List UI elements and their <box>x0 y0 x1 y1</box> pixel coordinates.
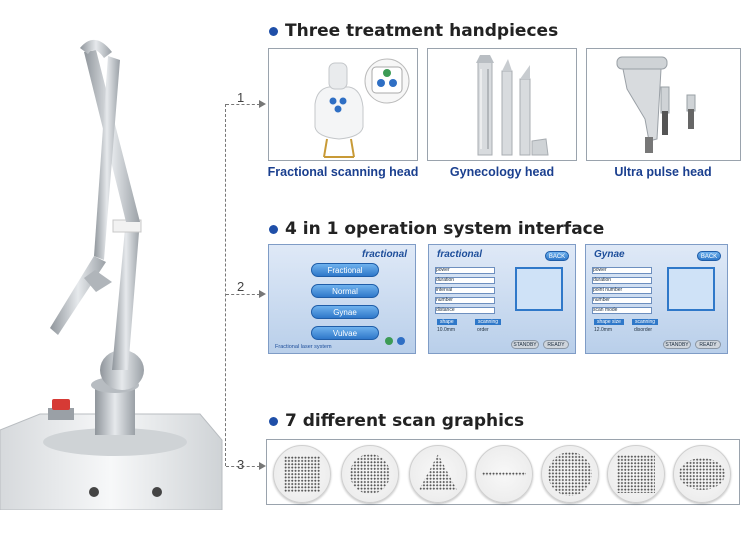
ready-button[interactable]: READY <box>543 340 569 349</box>
step-number-2: 2 <box>237 279 245 294</box>
flow-arrow-3 <box>259 462 266 470</box>
setting-row[interactable]: scan mode <box>592 307 652 314</box>
scanning-value: disorder <box>634 327 653 333</box>
scan-graphic-square-large <box>607 445 665 503</box>
scan-graphic-circle-large <box>541 445 599 503</box>
setting-row[interactable]: duration <box>592 277 652 284</box>
dot-pattern <box>482 472 526 476</box>
setting-row[interactable]: power <box>592 267 652 274</box>
setting-row[interactable]: number <box>435 297 495 304</box>
scanning-label: scanning <box>632 319 659 325</box>
setting-row[interactable]: distance <box>435 307 495 314</box>
flow-line-1 <box>226 104 260 105</box>
scan-graphic-ellipse <box>673 445 731 503</box>
setting-row[interactable]: number <box>592 297 652 304</box>
bullet-icon <box>269 26 278 36</box>
dot-pattern <box>419 454 457 490</box>
section-title-text: 7 different scan graphics <box>285 411 525 431</box>
gynecology-head-image <box>476 55 549 156</box>
setting-row[interactable]: power <box>435 267 495 274</box>
setting-row[interactable]: interval <box>435 287 495 294</box>
back-button[interactable]: BACK <box>697 251 721 261</box>
scanning-value: order <box>477 327 489 333</box>
standby-button[interactable]: STANDBY <box>663 340 691 349</box>
bullet-icon <box>269 224 278 234</box>
fractional-scanning-head-image <box>314 58 410 158</box>
setting-row[interactable]: duration <box>435 277 495 284</box>
ultra-pulse-head-image <box>616 56 696 153</box>
step-number-1: 1 <box>237 90 245 105</box>
dot-pattern <box>617 455 655 493</box>
screen-fractional-settings: fractional BACK power duration interval … <box>428 244 576 354</box>
screen-title: fractional <box>361 249 407 260</box>
handpiece-caption-gynecology: Gynecology head <box>449 165 555 179</box>
handpiece-panel-fractional <box>268 48 418 161</box>
section-title-text: 4 in 1 operation system interface <box>285 219 605 239</box>
screen-fractional-menu: fractional Fractional Normal Gynae Vulva… <box>268 244 416 354</box>
handpiece-caption-ultra-pulse: Ultra pulse head <box>614 165 712 179</box>
flow-arrow-2 <box>259 290 266 298</box>
flow-arrow-1 <box>259 100 266 108</box>
shape-value: 12.0mm <box>594 327 613 333</box>
shape-value: 10.0mm <box>437 327 456 333</box>
flow-line-2 <box>226 294 260 295</box>
section-title-interface: 4 in 1 operation system interface <box>269 219 604 239</box>
handpiece-panel-ultra-pulse <box>586 48 741 161</box>
dot-pattern <box>350 454 390 494</box>
scan-preview-box <box>515 267 563 311</box>
section-title-text: Three treatment handpieces <box>285 21 559 41</box>
standby-button[interactable]: STANDBY <box>511 340 539 349</box>
step-number-3: 3 <box>237 457 245 472</box>
flow-line-3 <box>226 466 260 467</box>
scanning-label: scanning <box>475 319 502 325</box>
screen-title: fractional <box>437 249 483 260</box>
shape-label: shape size <box>594 319 624 325</box>
help-icon[interactable] <box>397 337 405 345</box>
section-title-scan-graphics: 7 different scan graphics <box>269 411 524 431</box>
screen-gynae-settings: Gynae BACK power duration point number n… <box>585 244 728 354</box>
co2-laser-machine-image <box>0 39 223 510</box>
scan-graphics-panel <box>266 439 740 505</box>
shape-label: shape <box>437 319 457 325</box>
dot-pattern <box>548 452 592 496</box>
menu-option-normal[interactable]: Normal <box>311 284 379 298</box>
section-title-handpieces: Three treatment handpieces <box>269 21 558 41</box>
flow-line-vertical <box>225 104 226 466</box>
menu-option-fractional[interactable]: Fractional <box>311 263 379 277</box>
setting-row[interactable]: point number <box>592 287 652 294</box>
back-button[interactable]: BACK <box>545 251 569 261</box>
handpiece-caption-fractional: Fractional scanning head <box>267 165 419 179</box>
dot-pattern <box>679 458 725 490</box>
language-icon[interactable] <box>385 337 393 345</box>
handpiece-panel-gynecology <box>427 48 577 161</box>
screen-footer-text: Fractional laser system <box>275 344 332 350</box>
scan-graphic-square <box>273 445 331 503</box>
dot-pattern <box>284 456 320 492</box>
menu-option-gynae[interactable]: Gynae <box>311 305 379 319</box>
scan-graphic-circle <box>341 445 399 503</box>
ready-button[interactable]: READY <box>695 340 721 349</box>
bullet-icon <box>269 416 278 426</box>
scan-graphic-line <box>475 445 533 503</box>
screen-title: Gynae <box>594 249 625 260</box>
scan-preview-box <box>667 267 715 311</box>
menu-option-vulvae[interactable]: Vulvae <box>311 326 379 340</box>
scan-graphic-triangle <box>409 445 467 503</box>
